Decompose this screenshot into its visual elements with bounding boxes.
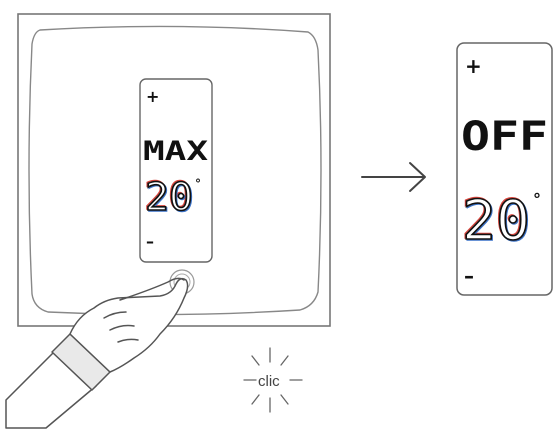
transition-arrow [362, 163, 425, 191]
right-plus-sign: + [465, 54, 482, 78]
right-temperature: 20 [462, 189, 530, 252]
right-thermostat-body [457, 43, 552, 295]
left-thermostat: + MAX 20 20 20 ° – [140, 79, 212, 262]
right-mode-label: OFF [461, 114, 548, 160]
left-temperature: 20 [145, 175, 193, 219]
left-degree-sign: ° [195, 177, 201, 191]
right-minus-sign: – [464, 264, 474, 288]
left-mode-label: MAX [143, 136, 208, 167]
left-minus-sign: – [146, 232, 154, 251]
click-label: clic [258, 373, 280, 390]
right-degree-sign: ° [533, 190, 541, 209]
right-thermostat: + OFF 20 20 20 ° – [457, 43, 552, 295]
left-plus-sign: + [146, 87, 159, 106]
